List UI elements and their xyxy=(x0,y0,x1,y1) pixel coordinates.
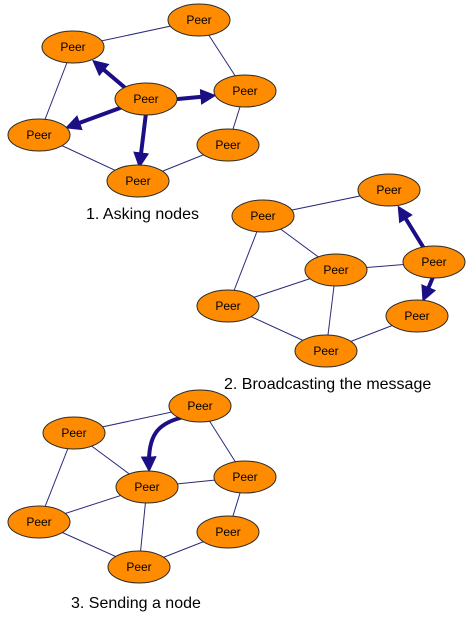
diagram-asking-nodes: Peer Peer Peer Peer Peer Peer Peer 1. As… xyxy=(7,3,277,223)
peer-node: Peer xyxy=(168,389,232,423)
svg-text:Peer: Peer xyxy=(186,13,211,27)
peer-node: Peer xyxy=(7,118,71,152)
arrow xyxy=(176,88,217,105)
arrow xyxy=(421,275,437,302)
svg-text:Peer: Peer xyxy=(215,138,240,152)
peer-node: Peer xyxy=(357,173,421,207)
peer-node: Peer xyxy=(7,505,71,539)
peer-node: Peer xyxy=(114,82,178,116)
svg-text:Peer: Peer xyxy=(125,174,150,188)
svg-text:Peer: Peer xyxy=(421,255,446,269)
peer-node: Peer xyxy=(41,30,105,64)
peer-node: Peer xyxy=(196,515,260,549)
svg-text:Peer: Peer xyxy=(215,525,240,539)
caption: 3. Sending a node xyxy=(71,595,201,612)
svg-text:Peer: Peer xyxy=(26,515,51,529)
caption: 2. Broadcasting the message xyxy=(224,376,431,393)
svg-text:Peer: Peer xyxy=(134,480,159,494)
peer-node: Peer xyxy=(107,550,171,584)
svg-text:Peer: Peer xyxy=(232,470,257,484)
peer-node: Peer xyxy=(213,460,277,494)
peer-node: Peer xyxy=(385,299,449,333)
peer-node: Peer xyxy=(196,289,260,323)
caption: 1. Asking nodes xyxy=(86,206,199,223)
peer-node: Peer xyxy=(196,128,260,162)
peer-node: Peer xyxy=(294,334,358,368)
peer-node: Peer xyxy=(231,199,295,233)
diagram-sending-a-node: Peer Peer Peer Peer Peer Peer Peer 3. Se… xyxy=(7,389,277,612)
peer-node: Peer xyxy=(106,164,170,198)
arrow xyxy=(140,416,182,473)
svg-text:Peer: Peer xyxy=(313,344,338,358)
svg-text:Peer: Peer xyxy=(133,92,158,106)
svg-text:Peer: Peer xyxy=(126,560,151,574)
arrow xyxy=(397,205,427,252)
svg-text:Peer: Peer xyxy=(250,209,275,223)
svg-text:Peer: Peer xyxy=(376,183,401,197)
peer-node: Peer xyxy=(213,74,277,108)
diagram-broadcasting: Peer Peer Peer Peer Peer Peer Peer 2. Br… xyxy=(196,173,466,393)
peer-node: Peer xyxy=(402,245,466,279)
peer-node: Peer xyxy=(304,253,368,287)
svg-text:Peer: Peer xyxy=(215,299,240,313)
arrow xyxy=(64,106,122,131)
svg-text:Peer: Peer xyxy=(232,84,257,98)
svg-text:Peer: Peer xyxy=(60,40,85,54)
arrow xyxy=(133,111,150,169)
peer-node: Peer xyxy=(167,3,231,37)
svg-text:Peer: Peer xyxy=(187,399,212,413)
svg-text:Peer: Peer xyxy=(61,426,86,440)
svg-text:Peer: Peer xyxy=(323,263,348,277)
svg-text:Peer: Peer xyxy=(26,128,51,142)
peer-node: Peer xyxy=(42,416,106,450)
svg-text:Peer: Peer xyxy=(404,309,429,323)
peer-node: Peer xyxy=(115,470,179,504)
